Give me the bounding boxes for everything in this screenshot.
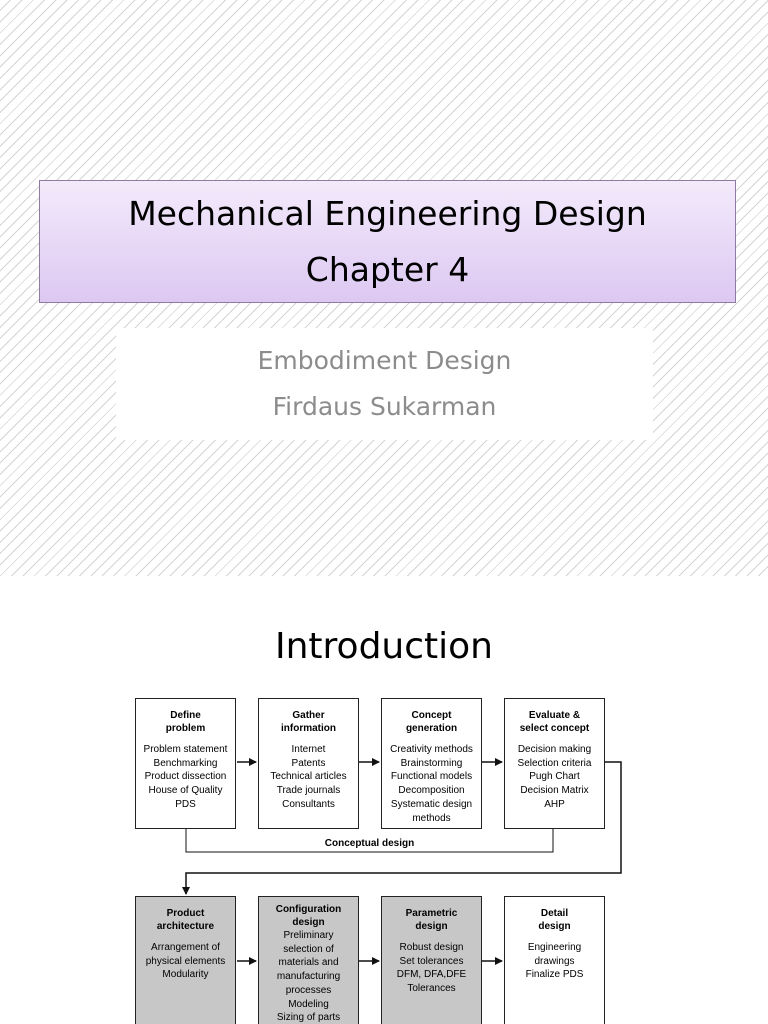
subtitle-line-1: Embodiment Design — [257, 346, 512, 375]
box-item: Benchmarking — [153, 757, 218, 769]
box-title: information — [281, 723, 336, 734]
box-title: design — [292, 917, 325, 928]
conceptual-design-label: Conceptual design — [324, 838, 415, 849]
box-gather-information: Gather information Internet Patents Techn… — [258, 698, 359, 829]
box-item: Trade journals — [276, 785, 341, 797]
box-title: generation — [405, 723, 458, 734]
box-item: Brainstorming — [400, 757, 463, 769]
box-item: PDS — [175, 798, 196, 810]
box-item: Technical articles — [270, 771, 347, 783]
box-item: DFM, DFA,DFE — [396, 969, 467, 981]
box-title: Configuration — [275, 904, 342, 915]
box-item: Decision making — [517, 744, 592, 755]
box-item: Modeling — [288, 998, 329, 1010]
box-item: Consultants — [282, 798, 335, 810]
box-item: House of Quality — [148, 785, 223, 797]
box-item: Functional models — [390, 771, 473, 783]
box-item: Preliminary — [283, 930, 334, 941]
box-evaluate-select-concept: Evaluate & select concept Decision making… — [504, 698, 605, 829]
title-box: Mechanical Engineering Design Chapter 4 — [39, 180, 736, 303]
slide-heading: Introduction — [274, 626, 493, 667]
box-item: Product dissection — [144, 771, 227, 783]
box-title: problem — [165, 723, 206, 734]
box-parametric-design: Parametric design Robust design Set toler… — [381, 896, 482, 1024]
box-item: Engineering — [527, 942, 582, 953]
box-title: Product — [166, 908, 205, 919]
box-item: materials and — [278, 957, 339, 969]
box-title: Parametric — [405, 908, 458, 919]
introduction-slide: Introduction Conceptual design Define pro… — [0, 576, 768, 1024]
box-item: Patents — [291, 757, 326, 769]
box-item: Finalize PDS — [525, 969, 584, 981]
title-line-1: Mechanical Engineering Design — [128, 193, 647, 233]
title-line-2: Chapter 4 — [305, 249, 470, 289]
box-title: design — [538, 921, 571, 932]
subtitle-box: Embodiment Design Firdaus Sukarman — [116, 328, 653, 440]
box-item: Sizing of parts — [276, 1012, 341, 1024]
conceptual-bracket — [185, 829, 554, 853]
box-title: Define — [170, 710, 201, 721]
box-item: Decomposition — [398, 785, 465, 797]
box-title: Detail — [540, 908, 569, 919]
box-title: architecture — [156, 921, 215, 932]
box-title: Concept — [411, 710, 452, 721]
subtitle-line-2: Firdaus Sukarman — [272, 392, 497, 421]
box-item: AHP — [544, 798, 565, 810]
box-item: Systematic design — [390, 798, 473, 810]
box-item: Creativity methods — [390, 744, 473, 755]
box-item: methods — [412, 812, 451, 824]
box-item: Arrangement of — [151, 942, 220, 953]
box-item: manufacturing — [276, 971, 341, 983]
box-item: processes — [285, 984, 332, 996]
box-item: Modularity — [162, 969, 209, 981]
flowchart-connectors — [182, 758, 622, 965]
box-item: Pugh Chart — [529, 771, 580, 783]
box-define-problem: Define problem Problem statement Benchmar… — [135, 698, 236, 829]
box-item: Tolerances — [407, 983, 456, 995]
box-item: physical elements — [145, 955, 226, 967]
box-product-architecture: Product architecture Arrangement of physi… — [135, 896, 236, 1024]
box-item: Problem statement — [143, 744, 228, 755]
box-title: design — [415, 921, 448, 932]
box-item: selection of — [283, 943, 334, 955]
box-title: select concept — [519, 723, 590, 734]
box-concept-generation: Concept generation Creativity methods Bra… — [381, 698, 482, 829]
box-item: Internet — [291, 744, 326, 755]
box-item: drawings — [534, 955, 575, 967]
box-title: Evaluate & — [528, 710, 581, 721]
box-configuration-design: Configuration design Preliminary selectio… — [258, 896, 359, 1024]
box-title: Gather — [292, 710, 325, 721]
box-item: Decision Matrix — [520, 785, 589, 797]
box-item: Set tolerances — [399, 955, 464, 967]
box-item: Robust design — [399, 942, 464, 953]
connector-row1-row2 — [182, 761, 622, 895]
title-slide: Mechanical Engineering Design Chapter 4 … — [0, 0, 768, 576]
box-detail-design: Detail design Engineering drawings Finali… — [504, 896, 605, 1024]
box-item: Selection criteria — [517, 757, 592, 769]
